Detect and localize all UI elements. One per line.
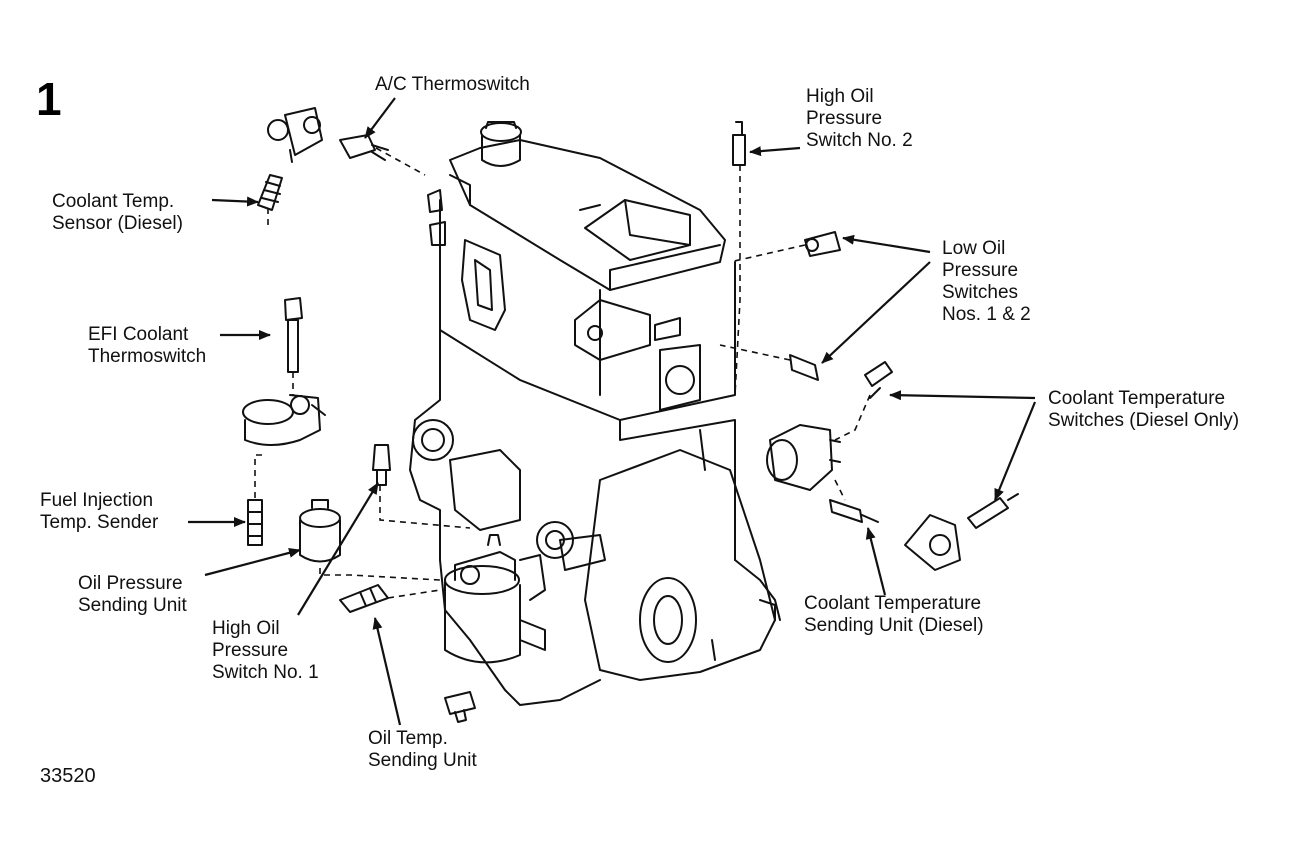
label-coolant-temp-sensor: Coolant Temp. Sensor (Diesel) [52, 191, 183, 234]
ac-thermoswitch-part [339, 134, 389, 161]
high-oil-pressure-switch-2-part [732, 121, 746, 166]
label-efi-coolant-thermoswitch: EFI Coolant Thermoswitch [88, 324, 207, 367]
label-low-oil-pressure-switches: Low Oil Pressure Switches Nos. 1 & 2 [942, 238, 1031, 325]
high-oil-pressure-switch-1-part [372, 444, 391, 486]
engine-block [409, 121, 781, 706]
diesel-outlet-housing-part [904, 514, 961, 571]
coolant-temperature-switch-1-part [864, 361, 893, 399]
coolant-temp-sensor-part [257, 174, 283, 211]
figure-number: 1 [36, 73, 62, 125]
thermostat-housing-part [242, 394, 326, 446]
label-coolant-temperature-switches: Coolant Temperature Switches (Diesel Onl… [1048, 388, 1240, 431]
dashed-connection-lines [254, 147, 871, 599]
oil-temp-sending-unit-part [339, 584, 389, 613]
label-ac-thermoswitch: A/C Thermoswitch [375, 74, 530, 95]
efi-thermoswitch-part [284, 297, 303, 373]
label-oil-temp-sending-unit: Oil Temp. Sending Unit [368, 728, 477, 771]
leader-arrows [188, 97, 1037, 726]
fuel-injection-temp-sender-part [247, 499, 263, 546]
label-high-oil-pressure-switch-1: High Oil Pressure Switch No. 1 [212, 618, 319, 683]
figure-id: 33520 [40, 765, 96, 787]
oil-pressure-sending-unit-part [299, 499, 341, 563]
coolant-temperature-switch-2-part [967, 493, 1019, 529]
label-oil-pressure-sending-unit: Oil Pressure Sending Unit [78, 573, 187, 616]
label-high-oil-pressure-switch-2: High Oil Pressure Switch No. 2 [806, 86, 913, 151]
low-oil-pressure-switch-2-part [789, 354, 819, 381]
diesel-thermostat-housing-part [766, 424, 841, 491]
label-fuel-injection-temp-sender: Fuel Injection Temp. Sender [40, 490, 159, 533]
drain-plug-part [444, 691, 476, 723]
low-oil-pressure-switch-1-part [804, 231, 841, 257]
coolant-temperature-sending-unit-part [829, 499, 879, 523]
tee-fitting-part [267, 107, 323, 163]
label-coolant-temperature-sending-unit: Coolant Temperature Sending Unit (Diesel… [804, 593, 984, 636]
